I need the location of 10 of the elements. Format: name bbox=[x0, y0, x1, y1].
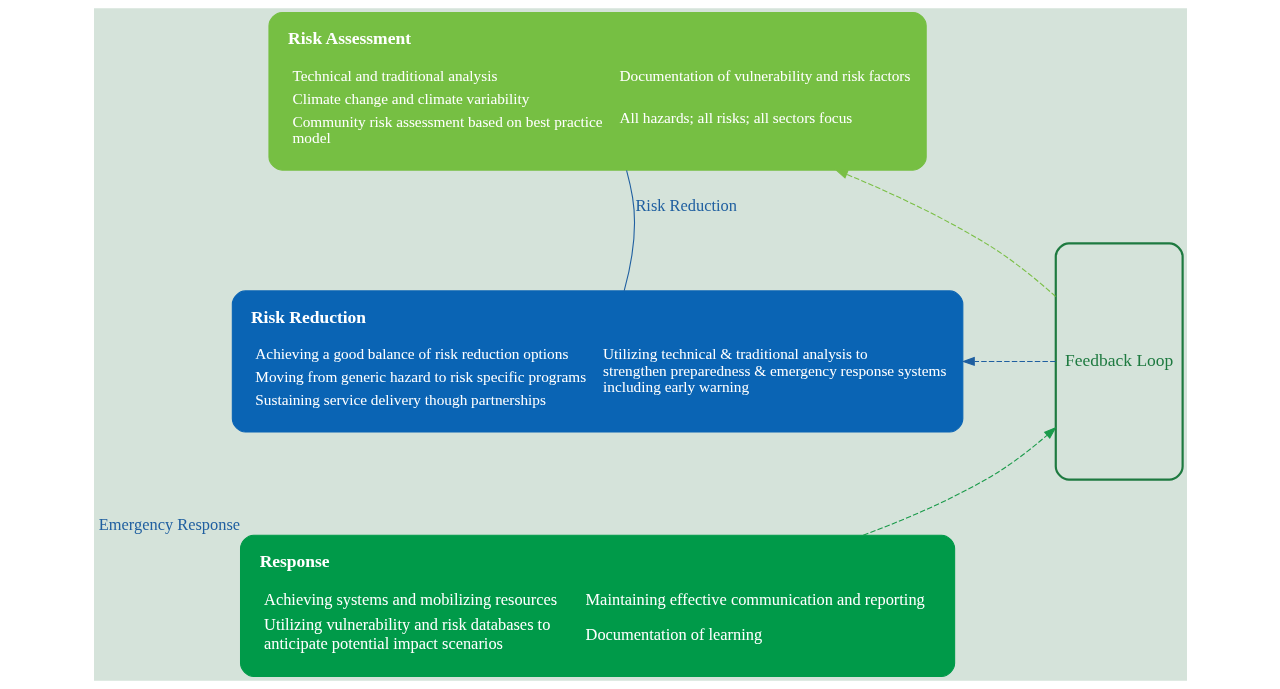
node-box: Response Achieving systems and mobilizing resources Utilizing vulnerability and risk databases to anticipate potential impact scenarios Maintaining effective communication and reporting Documentation of learning bbox=[239, 534, 955, 677]
node-box: Risk Assessment Technical and traditional analysis Climate change and climate variability Community risk assessment based on best practice model Documentation of vulnerability and risk factors All hazards; all risks; all sectors focus bbox=[267, 12, 927, 171]
arrow bbox=[862, 426, 1057, 536]
node-box: Feedback Loop bbox=[1054, 242, 1184, 481]
edge-label: Risk Reduction bbox=[634, 195, 737, 215]
connector bbox=[623, 169, 635, 292]
node-box: Risk Reduction Achieving a good balance of risk reduction options Moving from generic hazard to risk specific programs Sustaining service delivery though partnerships Utilizing technical & traditional analysis to strengthen preparedness & emergency response systems including early warning bbox=[231, 290, 963, 433]
arrow bbox=[961, 356, 1056, 367]
arrow bbox=[834, 169, 1056, 298]
node-label: Emergency Response bbox=[98, 514, 240, 534]
